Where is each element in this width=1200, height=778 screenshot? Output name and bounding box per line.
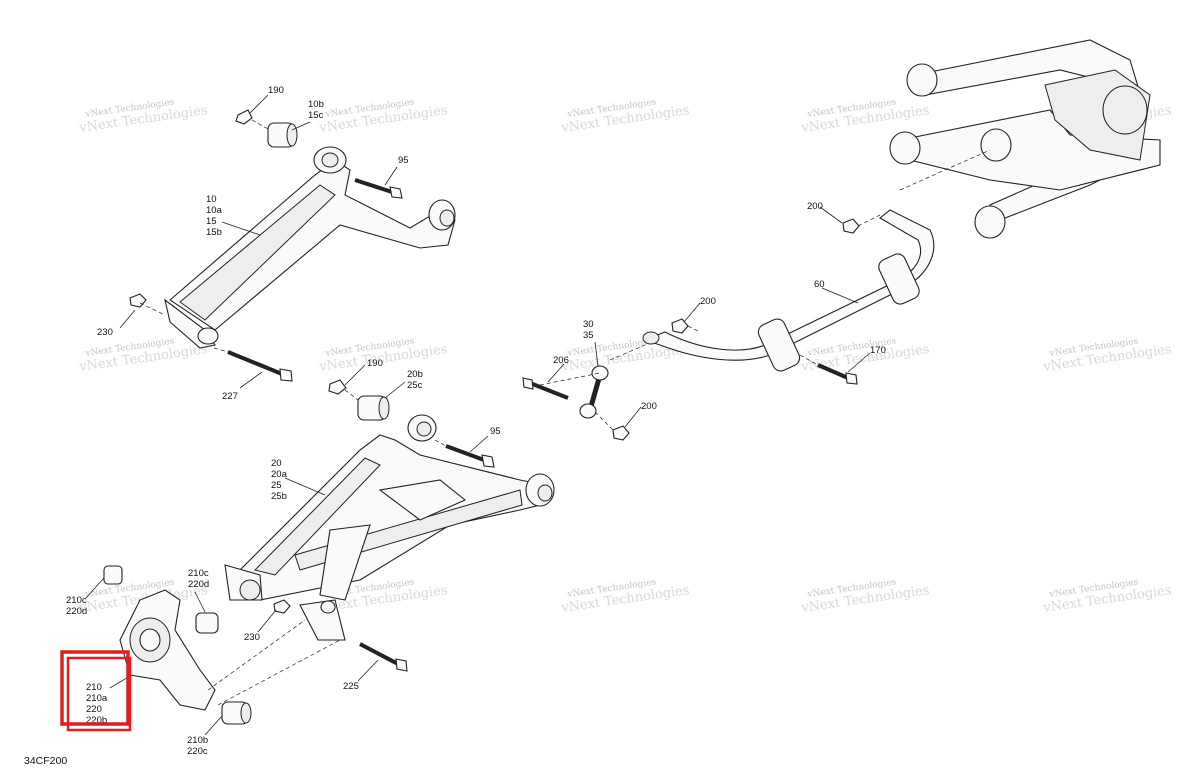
assembled-suspension[interactable] [889, 39, 1161, 239]
callout-c20b-line-0: 20b [407, 369, 423, 380]
callout-c20-line-1: 20a [271, 469, 288, 480]
callout-c210c-line-1: 220d [188, 579, 209, 590]
callout-c10-line-2: 15 [206, 216, 217, 227]
assembly-lines [139, 119, 991, 706]
callout-c210-line-0: 210 [86, 682, 102, 693]
diagram-code: 34CF200 [24, 755, 67, 767]
callout-c210cL-line-1: 220d [66, 606, 87, 617]
callout-c200c-line-0: 200 [641, 401, 657, 412]
upper-arm-bushing[interactable] [235, 109, 298, 148]
lower-a-arm[interactable] [224, 414, 555, 601]
callout-c30-line-1: 35 [583, 330, 594, 341]
callout-c210c-line-0: 210c [188, 568, 209, 579]
callout-c20-line-3: 25b [271, 491, 287, 502]
stabilizer-link-bolt[interactable] [522, 377, 569, 400]
stabilizer-bracket-bolt[interactable] [817, 363, 858, 385]
callout-c60-line-0: 60 [814, 279, 825, 290]
upper-a-arm[interactable] [164, 146, 456, 349]
callout-c227-line-0: 227 [222, 391, 238, 402]
lower-arm-lower-bolt[interactable] [359, 642, 408, 672]
callout-c10-line-3: 15b [206, 227, 222, 238]
upper-arm-lower-bolt[interactable] [227, 350, 293, 382]
highlight-box[interactable] [60, 650, 132, 732]
callout-c210-line-2: 220 [86, 704, 102, 715]
callout-c206-line-0: 206 [553, 355, 569, 366]
callout-c30-line-0: 30 [583, 319, 594, 330]
callout-c210b-line-0: 210b [187, 735, 208, 746]
upper-arm-bolt[interactable] [354, 178, 403, 199]
stabilizer-link[interactable] [579, 365, 609, 419]
knuckle-assembly[interactable] [103, 565, 252, 725]
callout-c10-line-1: 10a [206, 205, 223, 216]
callout-c210b-line-1: 220c [187, 746, 208, 757]
leader-lines [85, 94, 871, 736]
callout-c230a-line-0: 230 [97, 327, 113, 338]
lower-arm-bracket[interactable] [299, 524, 371, 641]
upper-arm-nut[interactable] [129, 293, 147, 308]
callout-c200b-line-0: 200 [700, 296, 716, 307]
callout-c20-line-0: 20 [271, 458, 282, 469]
callout-c10-line-0: 10 [206, 194, 217, 205]
callout-c95a-line-0: 95 [398, 155, 409, 166]
callout-c230b-line-0: 230 [244, 632, 260, 643]
stabilizer-bar[interactable] [642, 209, 935, 374]
callout-c190b-line-0: 190 [367, 358, 383, 369]
callout-c200a-line-0: 200 [807, 201, 823, 212]
stabilizer-nuts[interactable] [612, 218, 860, 441]
callout-c210-line-3: 220b [86, 715, 107, 726]
callout-c210cL-line-0: 210c [66, 595, 87, 606]
callout-c95b-line-0: 95 [490, 426, 501, 437]
callout-c20b-line-1: 25c [407, 380, 423, 391]
callout-c10b-line-0: 10b [308, 99, 324, 110]
callout-c20-line-2: 25 [271, 480, 282, 491]
callout-c190-line-0: 190 [268, 85, 284, 96]
lower-arm-bolt[interactable] [445, 444, 495, 468]
lower-arm-bushing[interactable] [328, 379, 390, 421]
lower-arm-nut[interactable] [273, 599, 291, 614]
callout-c225-line-0: 225 [343, 681, 359, 692]
callout-c10b-line-1: 15c [308, 110, 324, 121]
callout-c170-line-0: 170 [870, 345, 886, 356]
callout-c210-line-1: 210a [86, 693, 108, 704]
